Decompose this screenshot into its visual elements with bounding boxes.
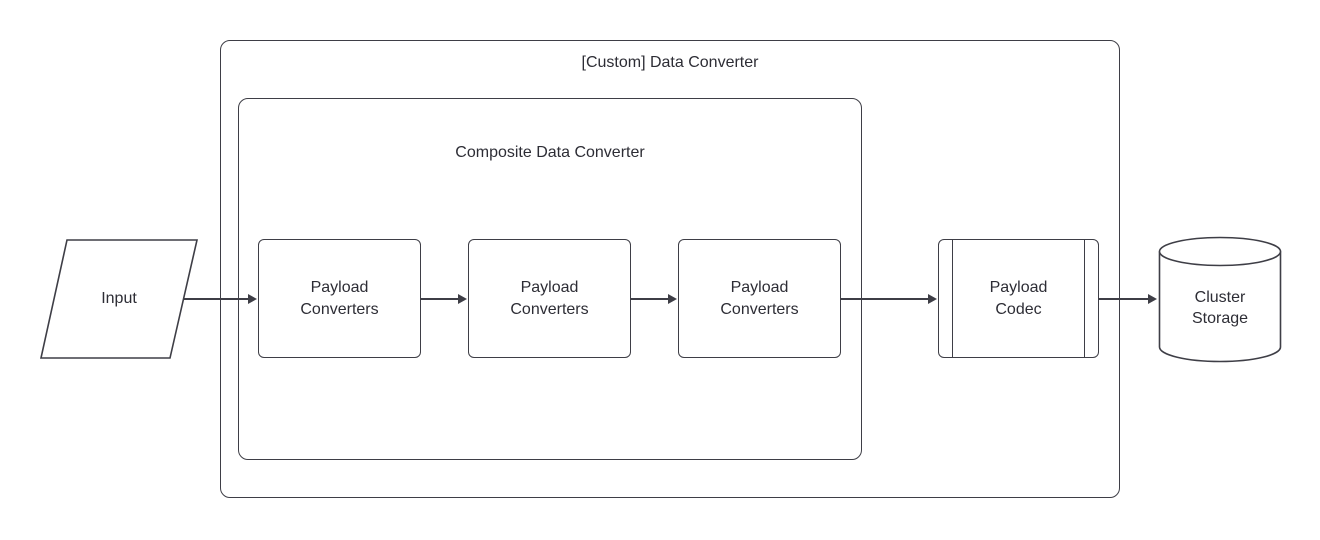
arrow-converter3-to-codec xyxy=(841,293,937,305)
parallelogram-shape xyxy=(40,239,198,359)
payload-converters-label-2: Payload Converters xyxy=(510,279,589,318)
arrow-input-to-converter1 xyxy=(184,293,257,305)
cluster-storage-label: Cluster Storage xyxy=(1191,288,1249,327)
payload-codec-node: Payload Codec xyxy=(938,239,1099,358)
payload-converters-node-1: Payload Converters xyxy=(258,239,421,358)
cylinder-shape xyxy=(1158,236,1282,363)
payload-converters-label-3: Payload Converters xyxy=(720,279,799,318)
payload-converters-label-1: Payload Converters xyxy=(300,279,379,318)
arrow-converter2-to-converter3 xyxy=(631,293,677,305)
custom-data-converter-label: [Custom] Data Converter xyxy=(581,54,759,71)
arrow-codec-to-storage xyxy=(1099,293,1157,305)
payload-codec-label: Payload Codec xyxy=(989,279,1048,318)
composite-data-converter-label: Composite Data Converter xyxy=(455,144,645,161)
payload-converters-node-2: Payload Converters xyxy=(468,239,631,358)
cluster-storage-label-wrap: Cluster Storage xyxy=(1158,236,1282,364)
cluster-storage-node: Cluster Storage xyxy=(1158,236,1282,364)
input-node: Input xyxy=(40,239,198,359)
input-label: Input xyxy=(101,290,137,308)
arrow-converter1-to-converter2 xyxy=(421,293,467,305)
payload-converters-node-3: Payload Converters xyxy=(678,239,841,358)
